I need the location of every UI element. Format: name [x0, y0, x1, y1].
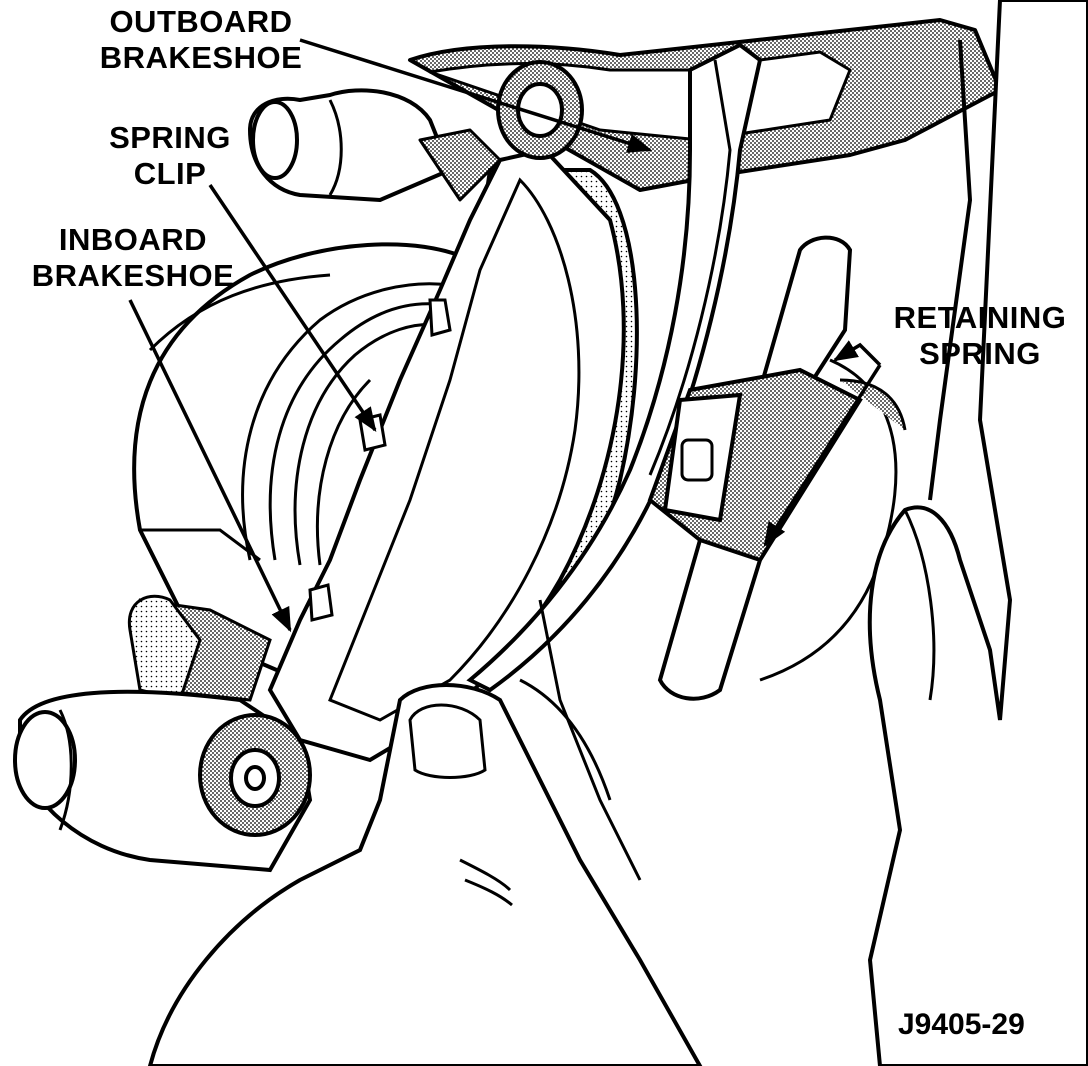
retaining-spring-slot: [680, 438, 714, 482]
label-outboard-brakeshoe: OUTBOARD BRAKESHOE: [96, 4, 306, 76]
label-inboard-line2: BRAKESHOE: [31, 258, 235, 293]
retaining-spring-lower-leg: [657, 537, 763, 701]
outboard-brakeshoe-shape: [466, 42, 763, 693]
label-spring-clip-line2: CLIP: [133, 156, 207, 191]
lower-guide-pin: [13, 689, 313, 873]
leader-lines: [128, 38, 882, 633]
label-retaining-line2: SPRING: [919, 336, 1041, 371]
left-hand: [147, 683, 703, 1066]
right-hand: [867, 0, 1088, 1066]
spring-clip-tab-middle: [358, 413, 387, 452]
leader-spring-clip: [208, 184, 377, 433]
label-outboard-line2: BRAKESHOE: [99, 40, 303, 75]
inboard-brakeshoe-shape: [267, 147, 626, 763]
label-inboard-line1: INBOARD: [58, 222, 208, 257]
caliper-right-edge: [519, 39, 973, 881]
spring-clip-tab-lower: [308, 583, 334, 622]
retaining-spring-arm: [757, 235, 853, 403]
leader-outboard-brakeshoe: [299, 38, 653, 153]
leader-inboard-brakeshoe: [128, 299, 292, 633]
label-inboard-brakeshoe: INBOARD BRAKESHOE: [28, 222, 238, 294]
label-spring-clip-line1: SPRING: [109, 120, 231, 155]
outboard-shoe-edge: [648, 59, 732, 476]
lower-left-fingers: [127, 594, 202, 702]
upper-bolt: [496, 60, 584, 160]
label-retaining-line1: RETAINING: [893, 300, 1067, 335]
retaining-spring-shape: [647, 235, 907, 701]
outboard-shoe-plate: [466, 42, 763, 693]
label-outboard-line1: OUTBOARD: [109, 4, 293, 39]
caliper-body: [248, 18, 1002, 202]
figure-id: J9405-29: [898, 1008, 1025, 1041]
label-spring-clip: SPRING CLIP: [100, 120, 240, 192]
left-thumb-nail: [408, 703, 487, 779]
label-retaining-spring: RETAINING SPRING: [880, 300, 1080, 372]
spring-clip-tab-upper: [428, 298, 452, 337]
inboard-shoe-lining: [328, 177, 581, 722]
leader-retaining-spring: [832, 340, 882, 367]
hands: [127, 0, 1088, 1066]
upper-guide-pin-end: [251, 100, 299, 180]
